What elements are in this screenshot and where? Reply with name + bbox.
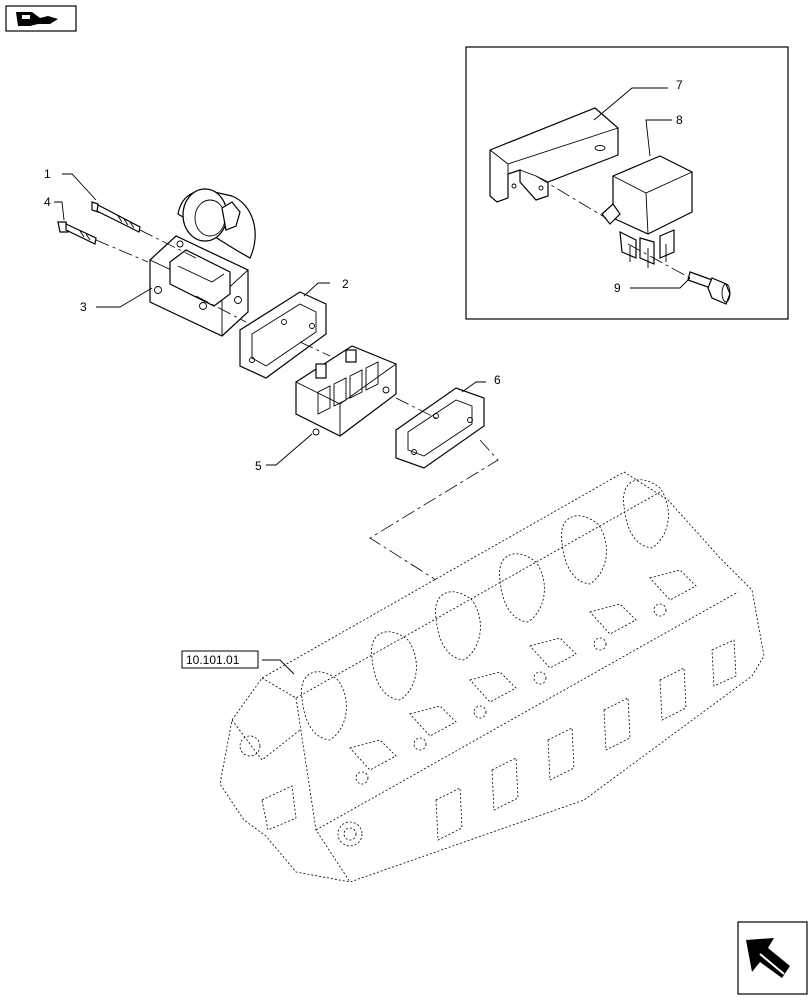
callout-3: 3 bbox=[80, 300, 87, 314]
inset-frame bbox=[465, 46, 789, 320]
callout-5: 5 bbox=[255, 459, 262, 473]
callout-1: 1 bbox=[44, 167, 51, 181]
bolt-part-1 bbox=[91, 201, 141, 233]
reference-label[interactable]: 10.101.01 bbox=[186, 653, 240, 667]
callout-9: 9 bbox=[614, 281, 621, 295]
relay-part bbox=[601, 155, 693, 268]
callout-6: 6 bbox=[494, 373, 501, 387]
reference-link[interactable]: 10.101.01 bbox=[181, 650, 259, 669]
cylinder-head-phantom bbox=[219, 471, 765, 883]
callout-8: 8 bbox=[676, 113, 683, 127]
callout-2: 2 bbox=[342, 277, 349, 291]
book-arrow-icon[interactable] bbox=[5, 5, 77, 32]
callout-4: 4 bbox=[44, 195, 51, 209]
bolt-part-4 bbox=[57, 221, 97, 245]
bolt-part-9 bbox=[687, 271, 731, 305]
callout-7: 7 bbox=[676, 78, 683, 92]
gasket-part-6 bbox=[395, 387, 485, 469]
block-part-5 bbox=[295, 345, 397, 437]
next-page-arrow-icon[interactable] bbox=[737, 921, 808, 995]
gasket-part-2 bbox=[239, 291, 327, 379]
housing-part bbox=[149, 188, 256, 337]
bracket-part bbox=[489, 107, 619, 203]
